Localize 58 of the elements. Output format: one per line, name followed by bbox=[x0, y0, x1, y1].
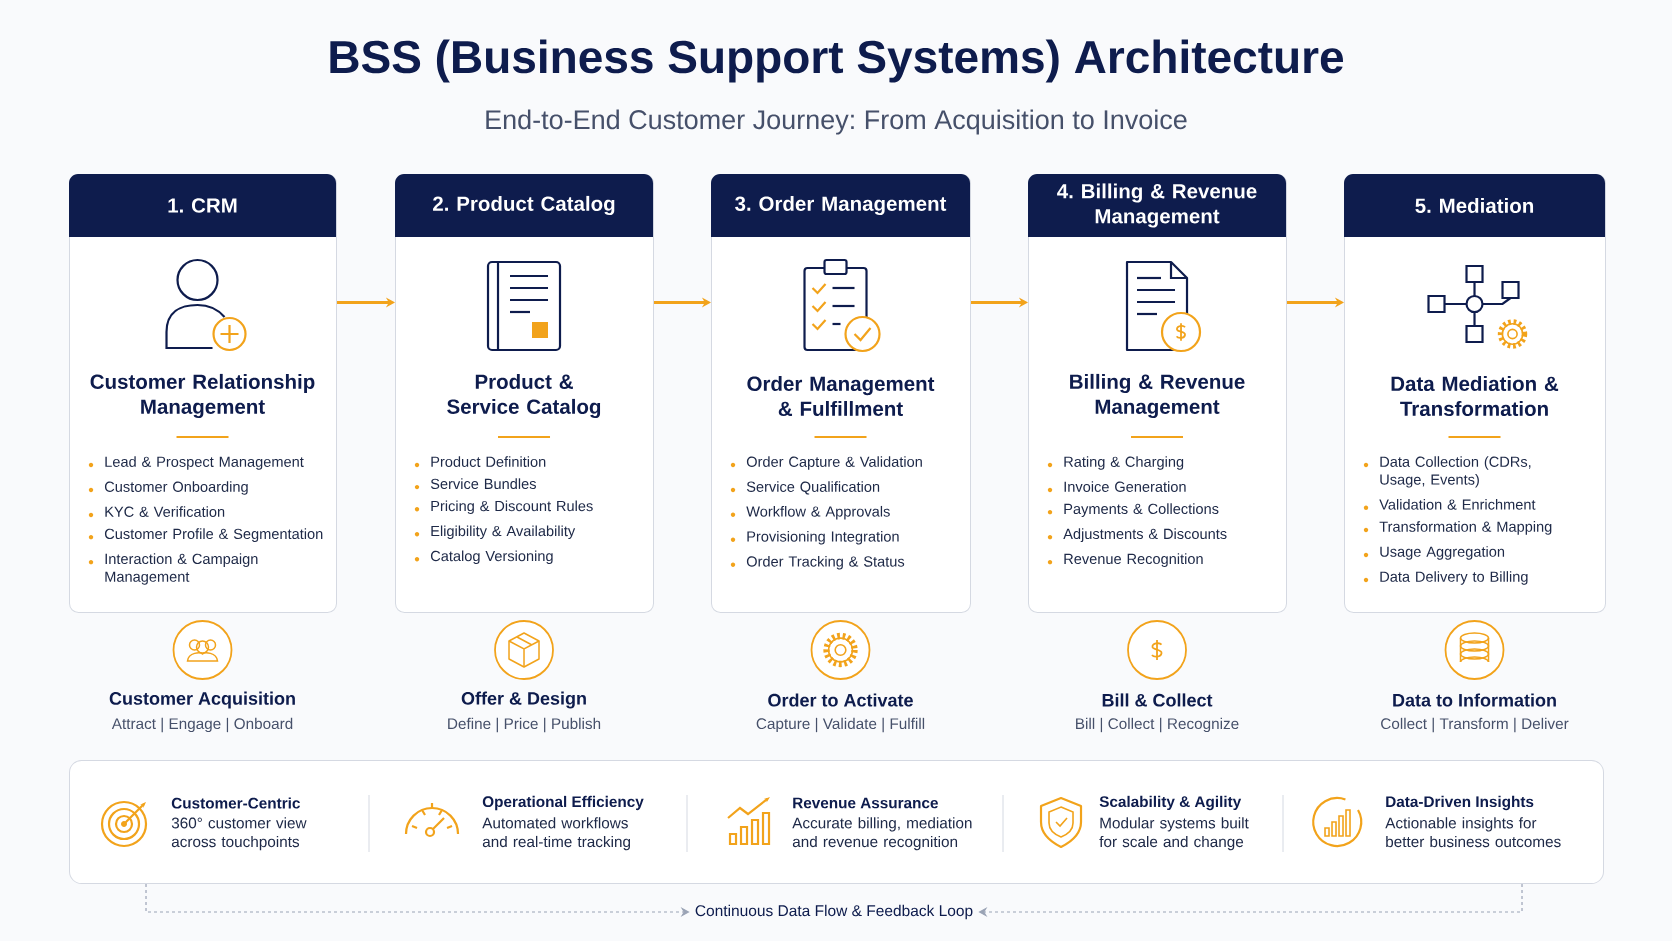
subtitle: End-to-End Customer Journey: From Acquisition to Invoice bbox=[486, 109, 1187, 135]
bullet-item: Data Collection (CDRs, Usage, Events) bbox=[1363, 456, 1531, 488]
stage-title: Order to Activate bbox=[768, 693, 913, 707]
stage-steps: Define | Price | Publish bbox=[448, 717, 601, 733]
stage-title: Offer & Design bbox=[461, 691, 586, 709]
card-header: 3. Order Management bbox=[735, 195, 947, 216]
card-header: 2. Product Catalog bbox=[433, 195, 615, 216]
card-title: Data Mediation & Transformation bbox=[1391, 375, 1559, 417]
bullet-item: Invoice Generation bbox=[1047, 481, 1186, 493]
bullet-item: Product Definition bbox=[414, 456, 546, 468]
bullet-item: Provisioning Integration bbox=[730, 530, 899, 545]
bullet-item: Usage Aggregation bbox=[1363, 546, 1505, 560]
bullet-item: Transformation & Mapping bbox=[1363, 521, 1552, 535]
benefit-text: Automated workflows and real-time tracking bbox=[482, 817, 630, 851]
benefit-title: Operational Efficiency bbox=[482, 795, 644, 811]
benefit-text: Actionable insights for better business outcomes bbox=[1385, 817, 1561, 848]
bullet-item: Data Delivery to Billing bbox=[1363, 571, 1528, 585]
card-header: 4. Billing & Revenue Management bbox=[1057, 183, 1257, 228]
bullet-item: Service Bundles bbox=[414, 478, 536, 490]
bullet-item: Order Capture & Validation bbox=[730, 456, 922, 470]
bullet-item: Interaction & Campaign Management bbox=[88, 553, 258, 585]
bullet-item: Customer Onboarding bbox=[88, 481, 248, 495]
bullet-item: Pricing & Discount Rules bbox=[414, 500, 593, 515]
bullet-item: Order Tracking & Status bbox=[730, 555, 905, 570]
bullet-item: Adjustments & Discounts bbox=[1047, 528, 1227, 542]
card-header: 5. Mediation bbox=[1415, 197, 1534, 214]
card-header: 1. CRM bbox=[168, 198, 237, 213]
benefit-title: Scalability & Agility bbox=[1099, 795, 1242, 811]
bullet-item: Payments & Collections bbox=[1047, 503, 1219, 517]
card-title: Order Management & Fulfillment bbox=[747, 375, 935, 417]
stage-title: Data to Information bbox=[1393, 693, 1556, 707]
card-title: Billing & Revenue Management bbox=[1070, 373, 1245, 419]
bullet-item: KYC & Verification bbox=[88, 506, 225, 518]
stage-title: Customer Acquisition bbox=[109, 691, 295, 709]
stage-steps: Bill | Collect | Recognize bbox=[1076, 717, 1239, 733]
benefit-text: Accurate billing, mediation and revenue recognition bbox=[792, 817, 972, 851]
benefit-text: Modular systems built for scale and change bbox=[1099, 817, 1249, 851]
bullet-item: Workflow & Approvals bbox=[730, 505, 890, 520]
benefit-title: Revenue Assurance bbox=[793, 797, 938, 809]
title: BSS (Business Support Systems) Architecture bbox=[330, 39, 1344, 83]
stage-steps: Attract | Engage | Onboard bbox=[111, 717, 293, 733]
benefit-title: Data-Driven Insights bbox=[1386, 795, 1534, 811]
bullet-item: Lead & Prospect Management bbox=[88, 456, 304, 470]
benefit-text: 360° customer view across touchpoints bbox=[171, 817, 307, 851]
bullet-item: Catalog Versioning bbox=[414, 550, 553, 565]
loop-label: Continuous Data Flow & Feedback Loop bbox=[695, 904, 973, 920]
bullet-item: Eligibility & Availability bbox=[414, 525, 576, 540]
stage-title: Bill & Collect bbox=[1102, 693, 1213, 707]
bullet-item: Service Qualification bbox=[730, 481, 880, 495]
stage-steps: Collect | Transform | Deliver bbox=[1381, 717, 1569, 733]
bullet-item: Customer Profile & Segmentation bbox=[88, 528, 323, 542]
card-title: Product & Service Catalog bbox=[447, 373, 601, 419]
bullet-item: Rating & Charging bbox=[1047, 456, 1184, 470]
card-title: Customer Relationship Management bbox=[90, 373, 315, 419]
bullet-item: Revenue Recognition bbox=[1047, 553, 1203, 567]
benefit-title: Customer-Centric bbox=[171, 797, 300, 809]
stage-steps: Capture | Validate | Fulfill bbox=[756, 717, 925, 733]
bullet-item: Validation & Enrichment bbox=[1363, 499, 1536, 510]
